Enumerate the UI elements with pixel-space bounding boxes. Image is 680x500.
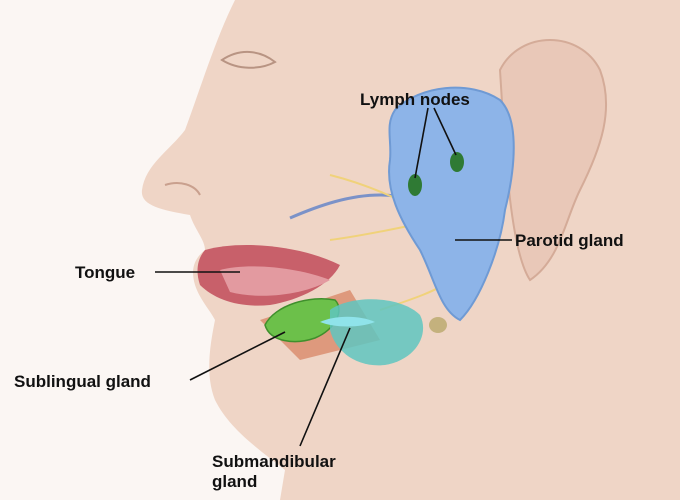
label-sublingual-gland: Sublingual gland [14,372,151,391]
label-parotid-gland: Parotid gland [515,231,624,250]
lymph-node-1 [408,174,422,196]
eye [220,51,277,69]
nostril [164,182,201,196]
tongue-shape [220,266,330,296]
duct [320,316,375,327]
label-tongue: Tongue [75,263,136,282]
label-submandibular-line2: gland [212,471,258,491]
label-submandibular-gland: Submandibular gland [212,452,336,491]
lymph-node-2 [450,152,464,172]
leader-lines [155,107,512,447]
submandibular-gland-shape [330,299,424,366]
label-lymph-nodes: Lymph nodes [360,90,470,109]
lymph-node-3 [429,317,447,333]
ear [498,39,608,282]
label-submandibular-line1: Submandibular [212,452,336,471]
